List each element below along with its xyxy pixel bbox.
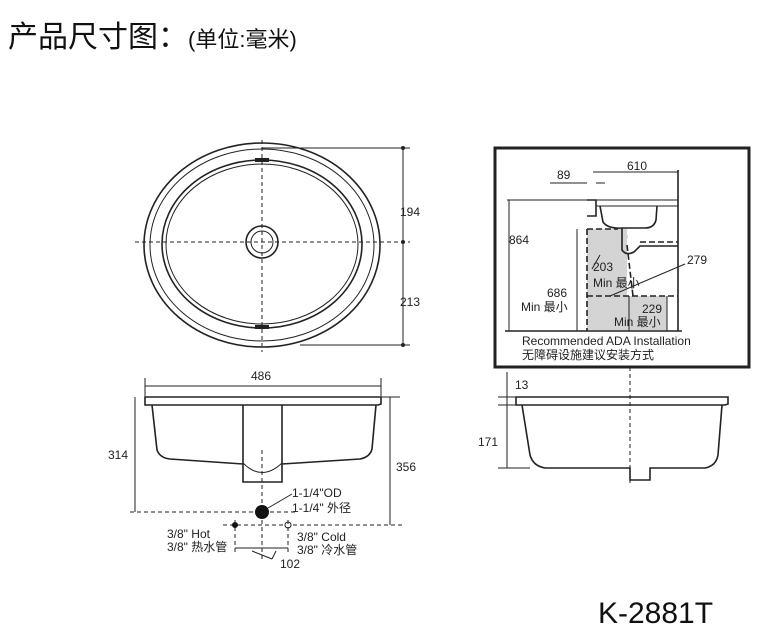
drain-label-en: 1-1/4"OD (292, 486, 342, 500)
dim-89: 89 (557, 168, 571, 182)
unit-label: (单位:毫米) (188, 27, 297, 52)
ada-caption-en: Recommended ADA Installation (522, 334, 691, 348)
dim-314: 314 (108, 448, 128, 462)
page-title: 产品尺寸图：(单位:毫米) (8, 12, 297, 56)
dim-203: 203 (593, 260, 613, 274)
min-label-229: Min 最小 (614, 315, 661, 329)
title-text: 产品尺寸图： (8, 21, 188, 54)
hot-label-en: 3/8" Hot (167, 527, 211, 541)
min-label-686: Min 最小 (521, 300, 568, 314)
dim-171: 171 (478, 435, 498, 449)
model-number: K-2881T (598, 597, 713, 630)
top-view: 194 213 (135, 140, 420, 352)
cold-label-cn: 3/8" 冷水管 (297, 542, 357, 557)
dim-194: 194 (400, 205, 420, 219)
dim-13: 13 (515, 378, 529, 392)
cold-label-en: 3/8" Cold (297, 530, 346, 544)
dim-486: 486 (251, 369, 271, 383)
dim-356: 356 (396, 460, 416, 474)
side-view: 13 171 (478, 360, 729, 485)
drain-label-cn: 1-1/4" 外径 (292, 501, 351, 515)
ada-installation-panel: 610 89 864 686 Min 最小 203 Min 最小 279 229… (493, 146, 751, 369)
dim-864: 864 (509, 233, 529, 247)
drain-outlet-icon (255, 505, 269, 519)
ada-caption-cn: 无障碍设施建议安装方式 (522, 347, 654, 362)
dim-213: 213 (400, 295, 420, 309)
front-view: 486 314 356 1-1/4"OD 1-1/4" 外径 3/8" Hot … (108, 369, 416, 571)
dim-610: 610 (627, 159, 647, 173)
min-label-203: Min 最小 (593, 276, 640, 290)
dim-229: 229 (642, 302, 662, 316)
dim-102: 102 (280, 557, 300, 571)
hot-supply-icon (232, 522, 238, 528)
hot-label-cn: 3/8" 热水管 (167, 539, 227, 554)
dim-279: 279 (687, 253, 707, 267)
dim-686: 686 (547, 286, 567, 300)
